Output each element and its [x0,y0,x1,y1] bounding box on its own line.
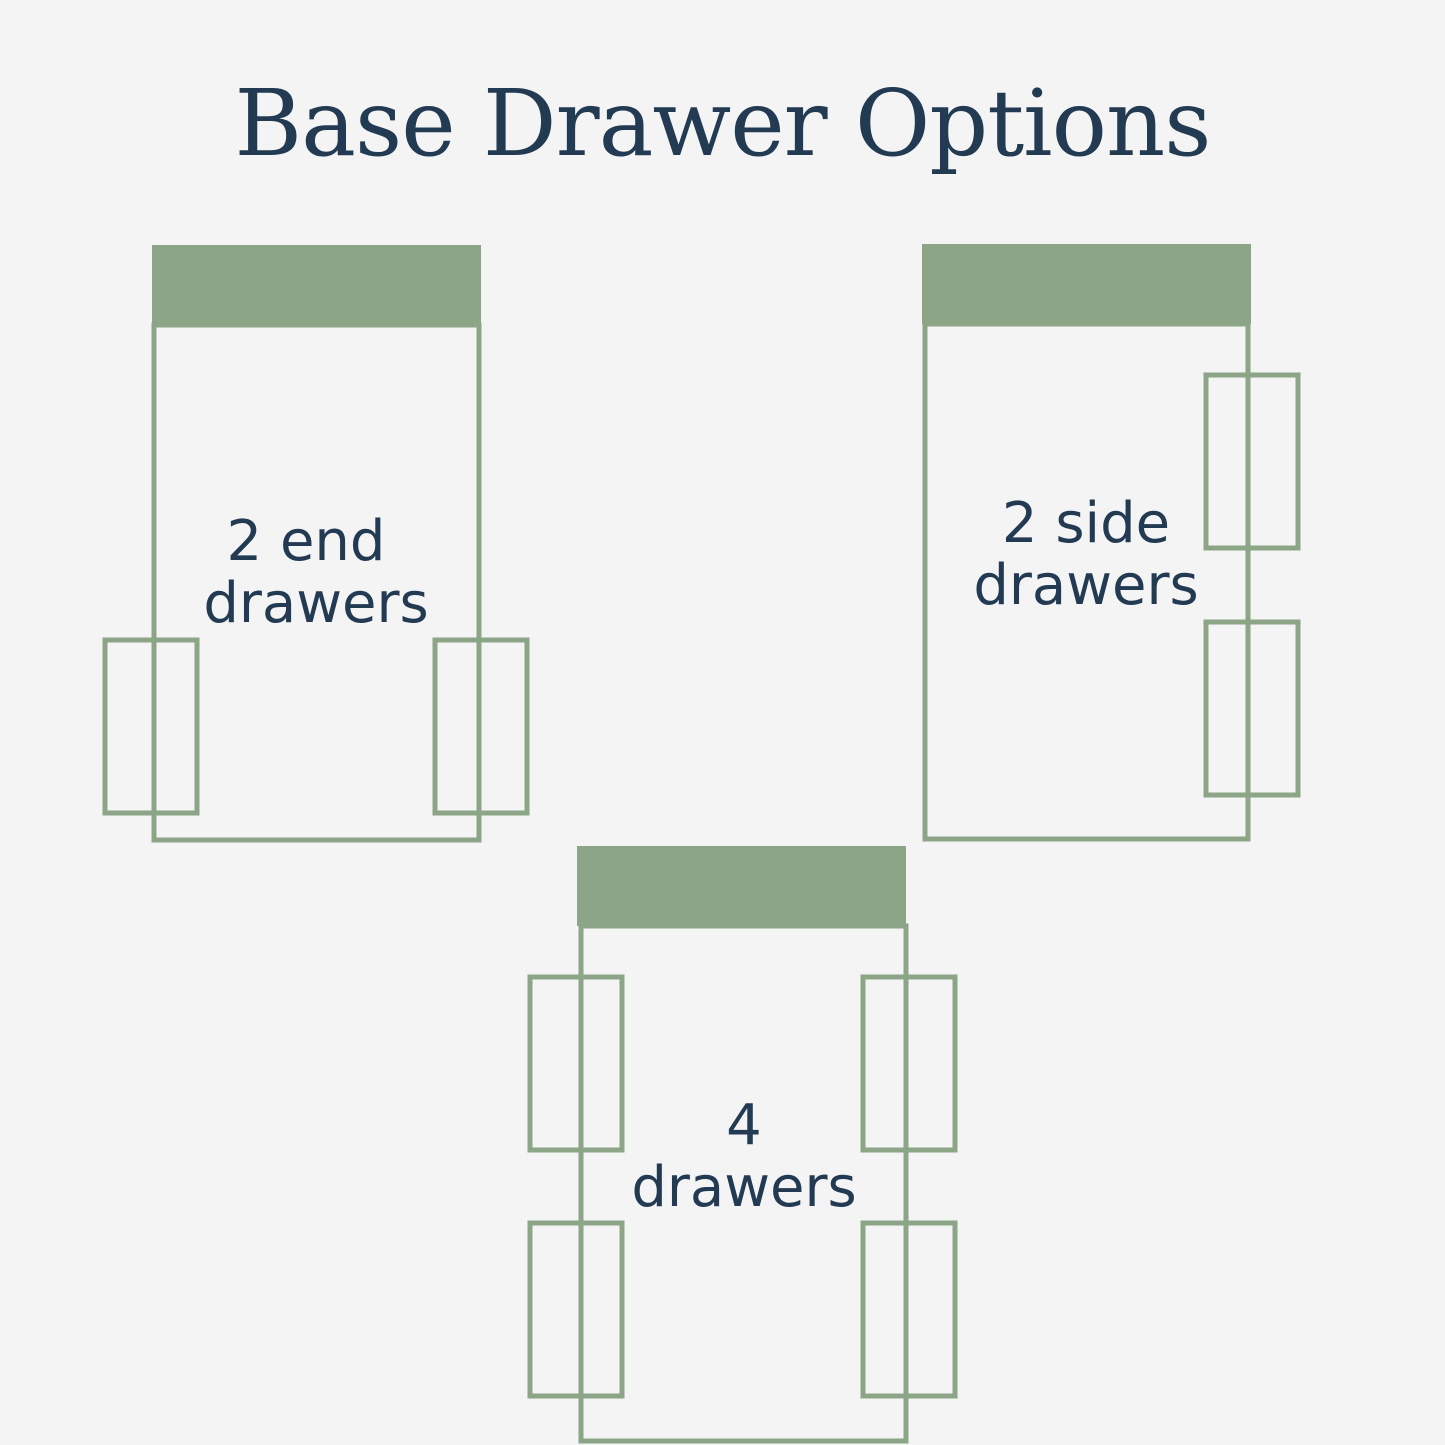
headboard [922,244,1251,324]
drawer-left-top [527,974,625,1153]
option-label-line2: drawers [203,571,428,636]
option-label-line2: drawers [973,553,1198,618]
option-label-line1: 2 end [227,509,386,574]
drawer-left-end [102,637,200,816]
drawer-left-bottom [527,1220,625,1399]
option-four-drawers: 4 drawers [527,846,958,1444]
drawer-right-end [432,637,530,816]
bed-frame [922,321,1251,842]
headboard [577,846,906,926]
drawer-side-top [1203,372,1301,551]
bed-frame [151,322,482,843]
option-label-line2: drawers [631,1155,856,1220]
option-label-line1: 2 side [1002,491,1170,556]
bed-frame [578,923,909,1444]
drawer-right-top [860,974,958,1153]
drawer-side-bottom [1203,619,1301,798]
page-title: Base Drawer Options [234,70,1212,177]
headboard [152,245,481,325]
option-end-drawers: 2 end drawers [102,245,530,843]
option-label-line1: 4 [726,1093,762,1158]
drawer-right-bottom [860,1220,958,1399]
option-side-drawers: 2 side drawers [922,244,1301,842]
